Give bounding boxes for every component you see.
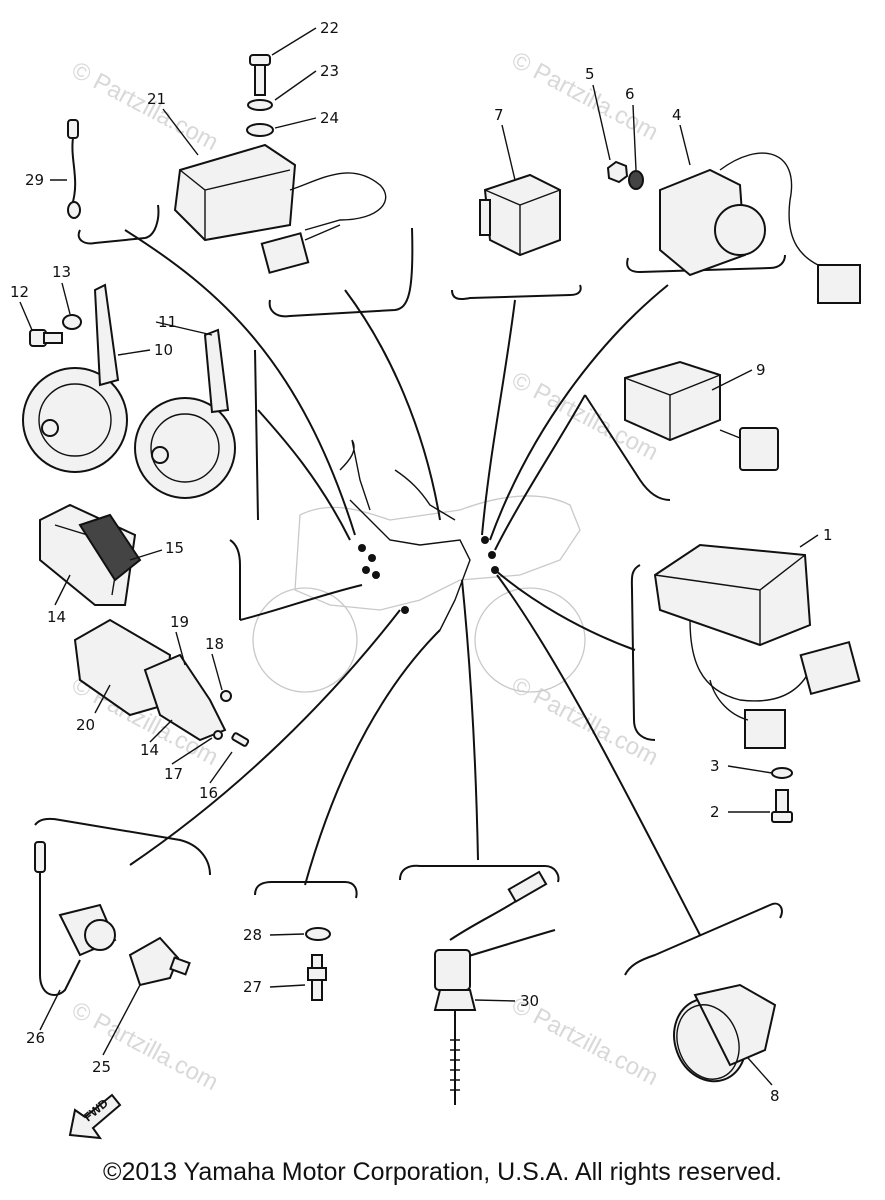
screw (231, 732, 250, 747)
washer-horn (62, 314, 82, 330)
callout-22: 22 (320, 19, 339, 37)
callout-23: 23 (320, 62, 339, 80)
sender (128, 936, 191, 987)
screw-2 (220, 690, 232, 702)
callout-20: 20 (76, 716, 95, 734)
callout-11: 11 (158, 313, 177, 331)
gasket (305, 927, 331, 941)
watermark: © Partzilla.com (507, 46, 662, 146)
callout-10: 10 (154, 341, 173, 359)
plate (143, 653, 227, 742)
callout-24: 24 (320, 109, 339, 127)
leader-lines (124, 229, 701, 936)
callout-6: 6 (625, 85, 635, 103)
horn (22, 283, 128, 473)
callout-numbers: 1 2 3 4 5 6 7 8 9 10 11 12 13 14 14 15 1… (10, 19, 833, 1105)
callout-2: 2 (710, 803, 720, 821)
nut (606, 160, 629, 184)
callout-30: 30 (520, 992, 539, 1010)
watermark: © Partzilla.com (507, 671, 662, 771)
relay-small (624, 360, 779, 471)
callout-26: 26 (26, 1029, 45, 1047)
spring-washer (628, 170, 644, 190)
callout-18: 18 (205, 635, 224, 653)
relay-unit (659, 152, 861, 304)
callout-leaders (19, 27, 819, 1086)
callout-15: 15 (165, 539, 184, 557)
callout-21: 21 (147, 90, 166, 108)
bolt-cdi (249, 54, 271, 96)
callout-12: 12 (10, 283, 29, 301)
watermark: © Partzilla.com (67, 996, 222, 1096)
plug (307, 954, 327, 1001)
switch-lead (34, 841, 117, 996)
callout-19: 19 (170, 613, 189, 631)
callout-29: 29 (25, 171, 44, 189)
callout-5: 5 (585, 65, 595, 83)
bolt-horn (29, 329, 63, 347)
callout-14b: 14 (140, 741, 159, 759)
stop-switch (433, 870, 556, 1105)
regulator (653, 543, 861, 749)
callout-9: 9 (756, 361, 766, 379)
callout-25: 25 (92, 1058, 111, 1076)
callout-1: 1 (823, 526, 833, 544)
fwd-arrow-icon: FWD (68, 1093, 122, 1140)
washer-cdi (247, 99, 273, 111)
callout-16: 16 (199, 784, 218, 802)
callout-13: 13 (52, 263, 71, 281)
copyright-notice: ©2013 Yamaha Motor Corporation, U.S.A. A… (103, 1158, 782, 1186)
callout-3: 3 (710, 757, 720, 775)
callout-4: 4 (672, 106, 682, 124)
bolt (771, 789, 793, 823)
flasher (673, 983, 777, 1083)
washer (771, 767, 793, 779)
relay (479, 173, 561, 257)
callout-17: 17 (164, 765, 183, 783)
nut-small (213, 730, 223, 740)
callout-27: 27 (243, 978, 262, 996)
cover-clip (78, 513, 142, 582)
cdi-unit (173, 143, 387, 274)
callout-14: 14 (47, 608, 66, 626)
callout-28: 28 (243, 926, 262, 944)
group-brackets (34, 204, 786, 976)
callout-8: 8 (770, 1087, 780, 1105)
watermark: © Partzilla.com (67, 56, 222, 156)
horn-2 (134, 328, 236, 499)
lead-wire (67, 119, 81, 219)
callout-7: 7 (494, 106, 504, 124)
washer-cdi-2 (246, 123, 274, 137)
